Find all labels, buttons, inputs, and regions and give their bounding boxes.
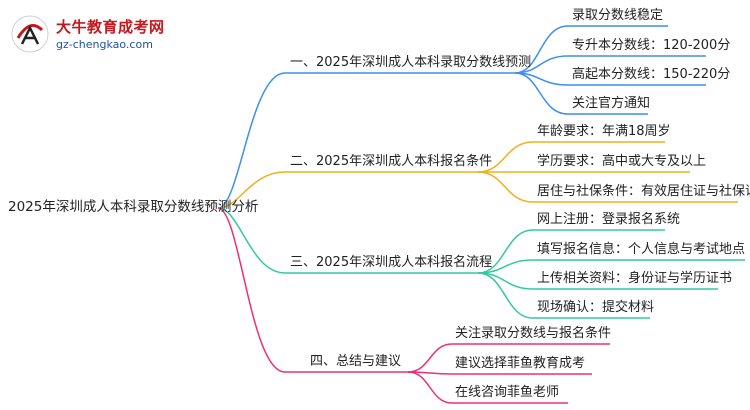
link-root-b1 <box>217 72 515 209</box>
branch-1-node: 一、2025年深圳成人本科录取分数线预测 <box>290 55 532 70</box>
branch-4-node: 四、总结与建议 <box>310 354 402 369</box>
link-b1-c1 <box>514 25 668 74</box>
site-logo[interactable]: 大牛教育成考网 gz-chengkao.com <box>10 14 164 58</box>
link-b1-c4 <box>514 72 648 115</box>
branch-4-child-3: 在线咨询菲鱼老师 <box>455 385 560 400</box>
link-b2-c1 <box>477 141 665 173</box>
link-b3-c3 <box>477 272 718 290</box>
link-b1-c3 <box>514 72 706 86</box>
link-b2-c3 <box>477 171 738 203</box>
link-b1-c2 <box>514 55 706 74</box>
link-b3-c1 <box>477 229 665 274</box>
link-b4-c3 <box>407 371 568 404</box>
branch-2-node: 二、2025年深圳成人本科报名条件 <box>290 154 493 169</box>
link-b4-c1 <box>407 343 610 373</box>
link-root-b2 <box>217 171 478 209</box>
link-b3-c2 <box>477 259 745 274</box>
branch-3-node: 三、2025年深圳成人本科报名流程 <box>290 255 493 270</box>
branch-1-child-4: 关注官方通知 <box>572 96 651 111</box>
branch-3-child-3: 上传相关资料：身份证与学历证书 <box>537 271 733 286</box>
link-root-b4 <box>217 207 408 373</box>
branch-3-child-1: 网上注册：登录报名系统 <box>537 212 681 227</box>
branch-3-child-2: 填写报名信息：个人信息与考试地点 <box>537 242 746 257</box>
branch-3-child-4: 现场确认：提交材料 <box>537 300 655 315</box>
branch-2-child-1: 年龄要求：年满18周岁 <box>537 124 671 139</box>
branch-1-child-2: 专升本分数线：120-200分 <box>572 38 731 53</box>
branch-1-child-3: 高起本分数线：150-220分 <box>572 67 731 82</box>
root-node: 2025年深圳成人本科录取分数线预测分析 <box>8 199 259 215</box>
branch-2-child-3: 居住与社保条件：有效居住证与社保证明 <box>537 184 750 199</box>
logo-title: 大牛教育成考网 <box>56 18 165 36</box>
link-b3-c4 <box>477 272 650 319</box>
link-b4-c2 <box>407 371 592 375</box>
branch-1-child-1: 录取分数线稳定 <box>572 8 664 23</box>
logo-url: gz-chengkao.com <box>56 38 153 51</box>
branch-2-child-2: 学历要求：高中或大专及以上 <box>537 154 707 169</box>
link-root-b3 <box>217 207 478 274</box>
branch-4-child-1: 关注录取分数线与报名条件 <box>455 326 612 341</box>
logo-badge-icon <box>11 15 49 53</box>
branch-4-child-2: 建议选择菲鱼教育成考 <box>455 356 586 371</box>
